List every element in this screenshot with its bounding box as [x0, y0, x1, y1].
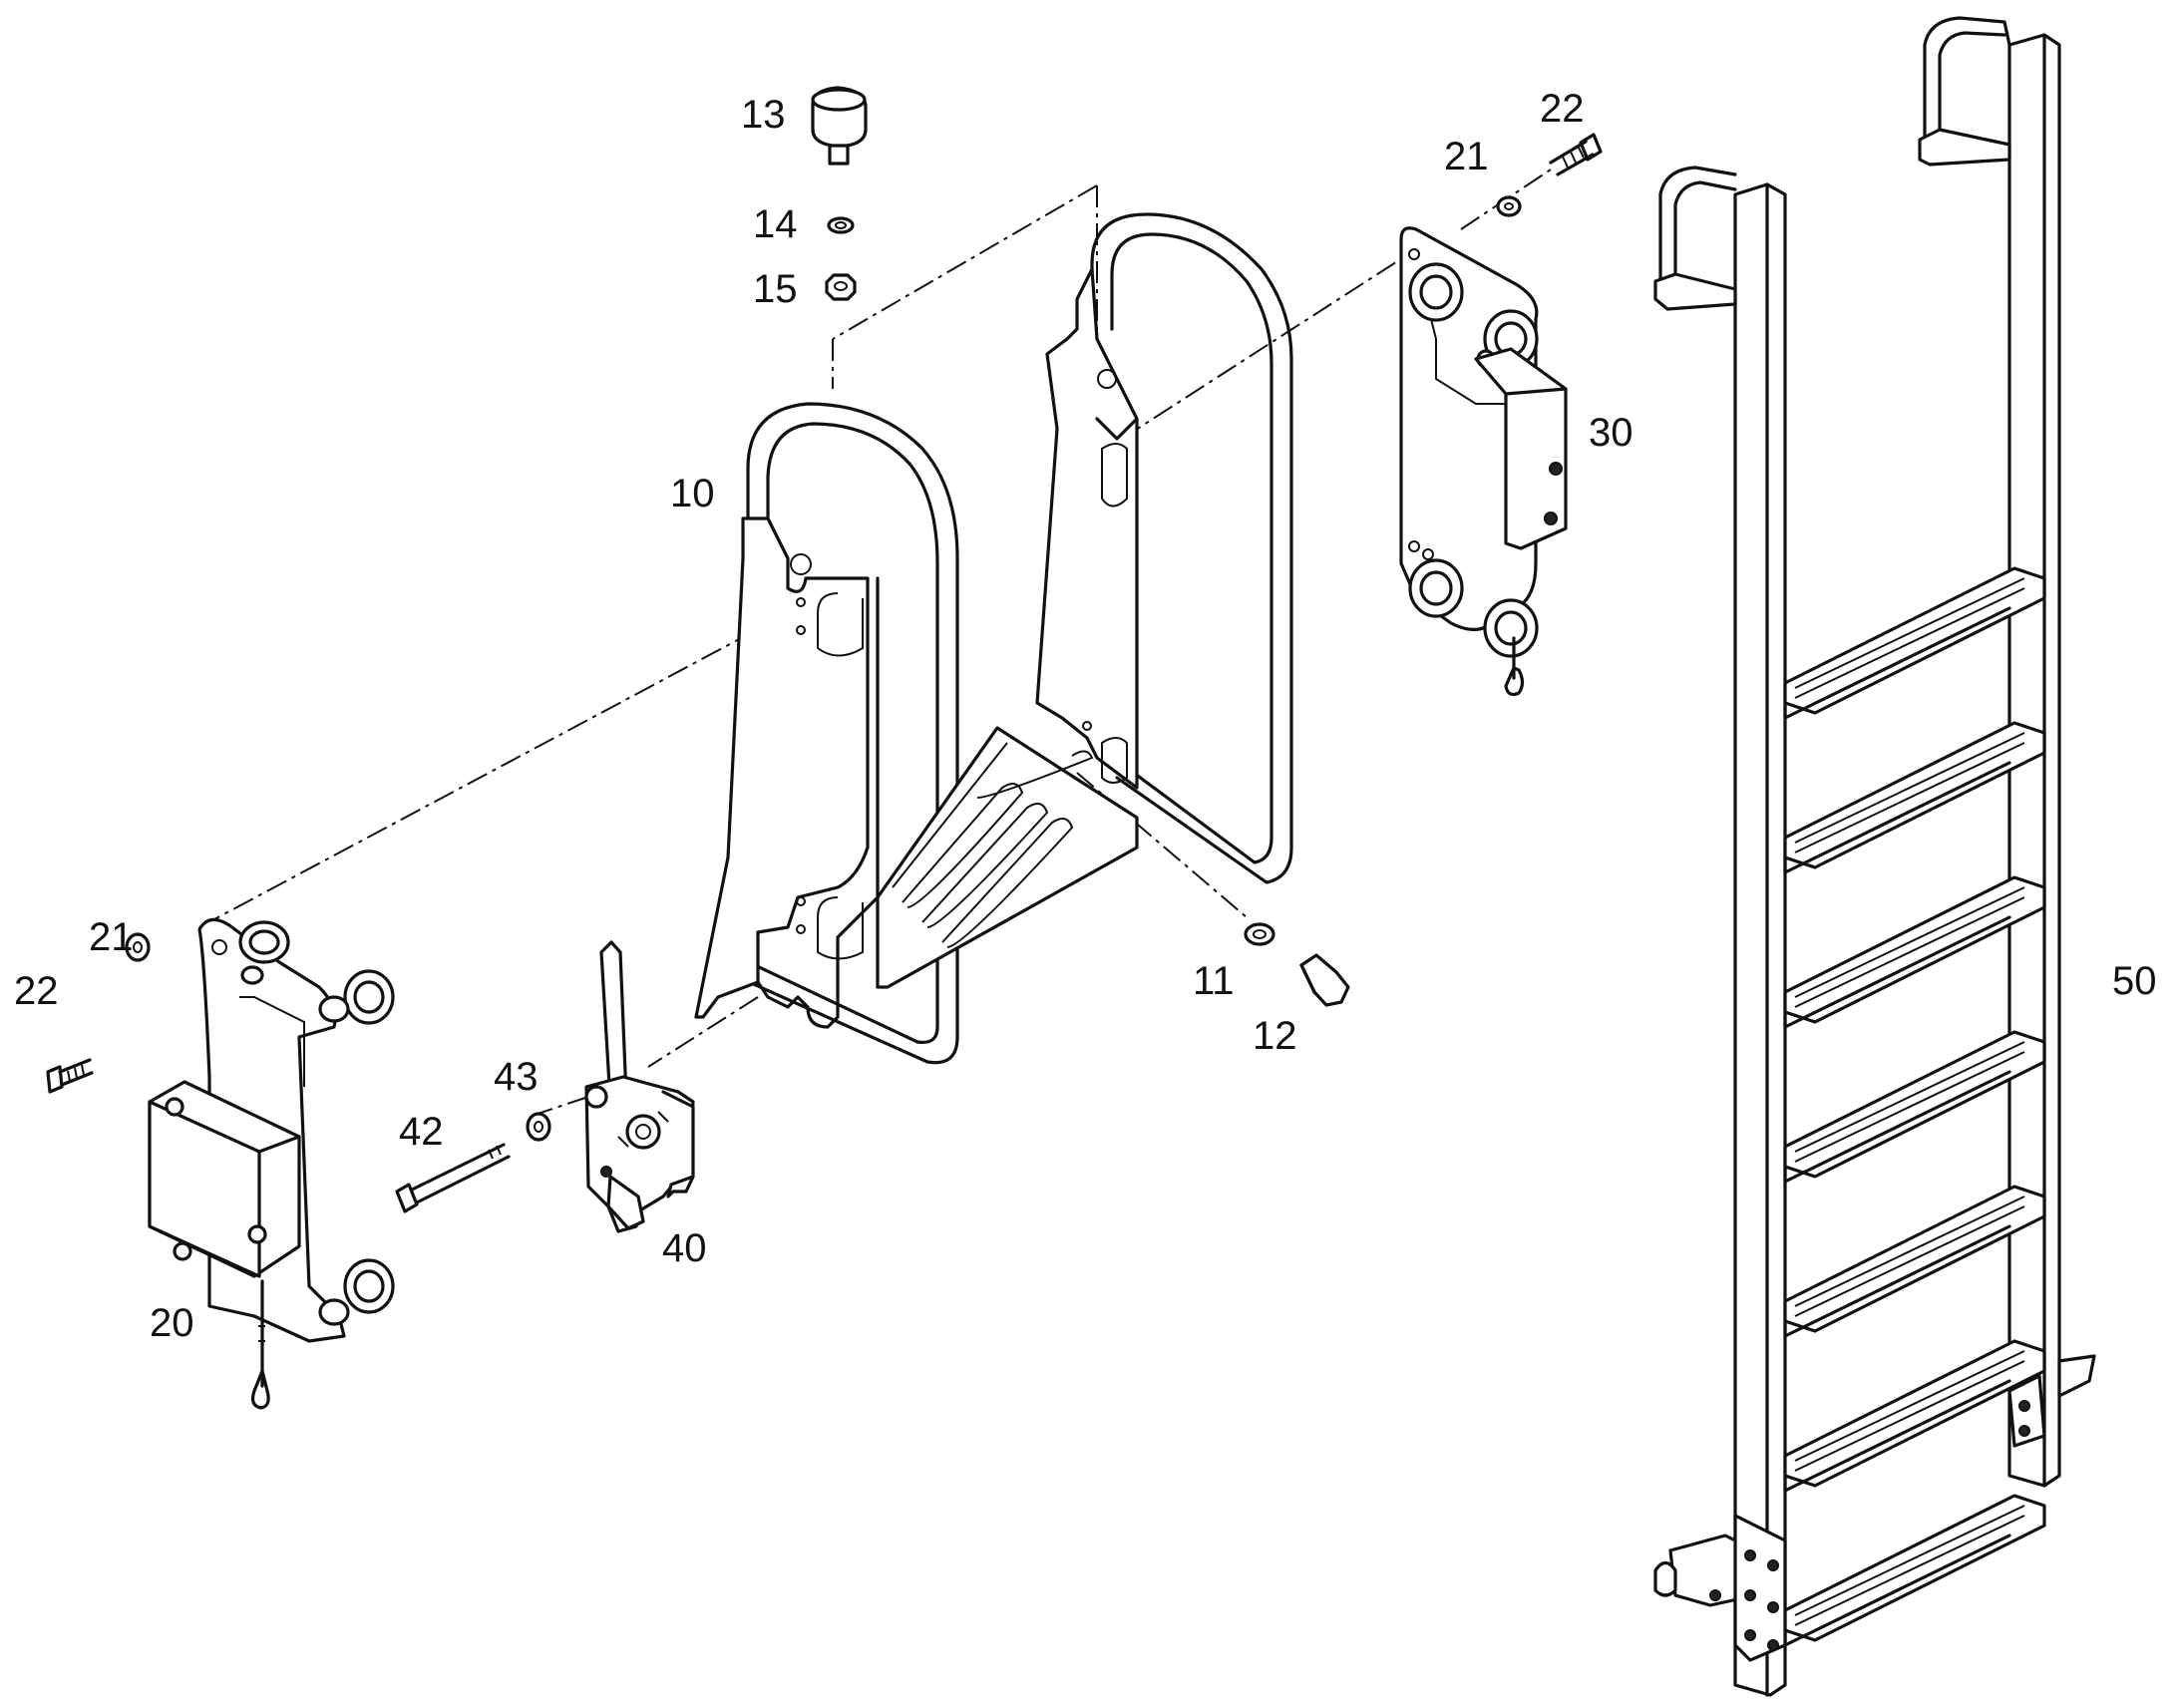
trolley-part-30 [1399, 226, 1568, 697]
washer-part-21-left [125, 932, 151, 962]
platform-frame-part-10 [694, 212, 1293, 1065]
bolt-part-12 [1299, 953, 1350, 1007]
callout-50: 50 [2112, 959, 2157, 1003]
knob-part-13 [811, 86, 868, 166]
callout-21-left: 21 [89, 915, 134, 959]
callout-15: 15 [753, 267, 798, 311]
pin-part-42 [395, 1143, 511, 1213]
callout-43: 43 [494, 1055, 539, 1099]
trolley-part-20 [148, 917, 395, 1410]
screw-part-22-right [1549, 133, 1603, 176]
callout-22-left: 22 [14, 969, 59, 1013]
washer-part-11 [1244, 922, 1275, 946]
nut-part-15 [825, 273, 857, 301]
callout-21-right: 21 [1444, 135, 1489, 178]
callout-12: 12 [1253, 1014, 1297, 1058]
washer-part-43 [526, 1112, 551, 1142]
washer-part-14 [827, 216, 855, 234]
callout-14: 14 [753, 202, 798, 246]
callout-10: 10 [670, 472, 715, 515]
ladder-steps [1783, 566, 2046, 1647]
callout-40: 40 [662, 1226, 707, 1270]
callout-22-right: 22 [1540, 87, 1585, 131]
callout-13: 13 [741, 93, 786, 137]
latch-part-40 [584, 940, 695, 1233]
callout-20: 20 [150, 1301, 194, 1345]
callout-labels: 13 14 15 10 22 21 30 50 11 12 21 22 43 4… [14, 87, 2157, 1345]
washer-part-21-right [1496, 195, 1522, 217]
callout-30: 30 [1589, 411, 1634, 455]
ladder-part-50 [1653, 16, 2096, 1697]
callout-11: 11 [1193, 959, 1235, 1003]
screw-part-22-left [46, 1058, 94, 1094]
assembly-lines [198, 169, 1552, 1118]
callout-42: 42 [399, 1110, 444, 1154]
